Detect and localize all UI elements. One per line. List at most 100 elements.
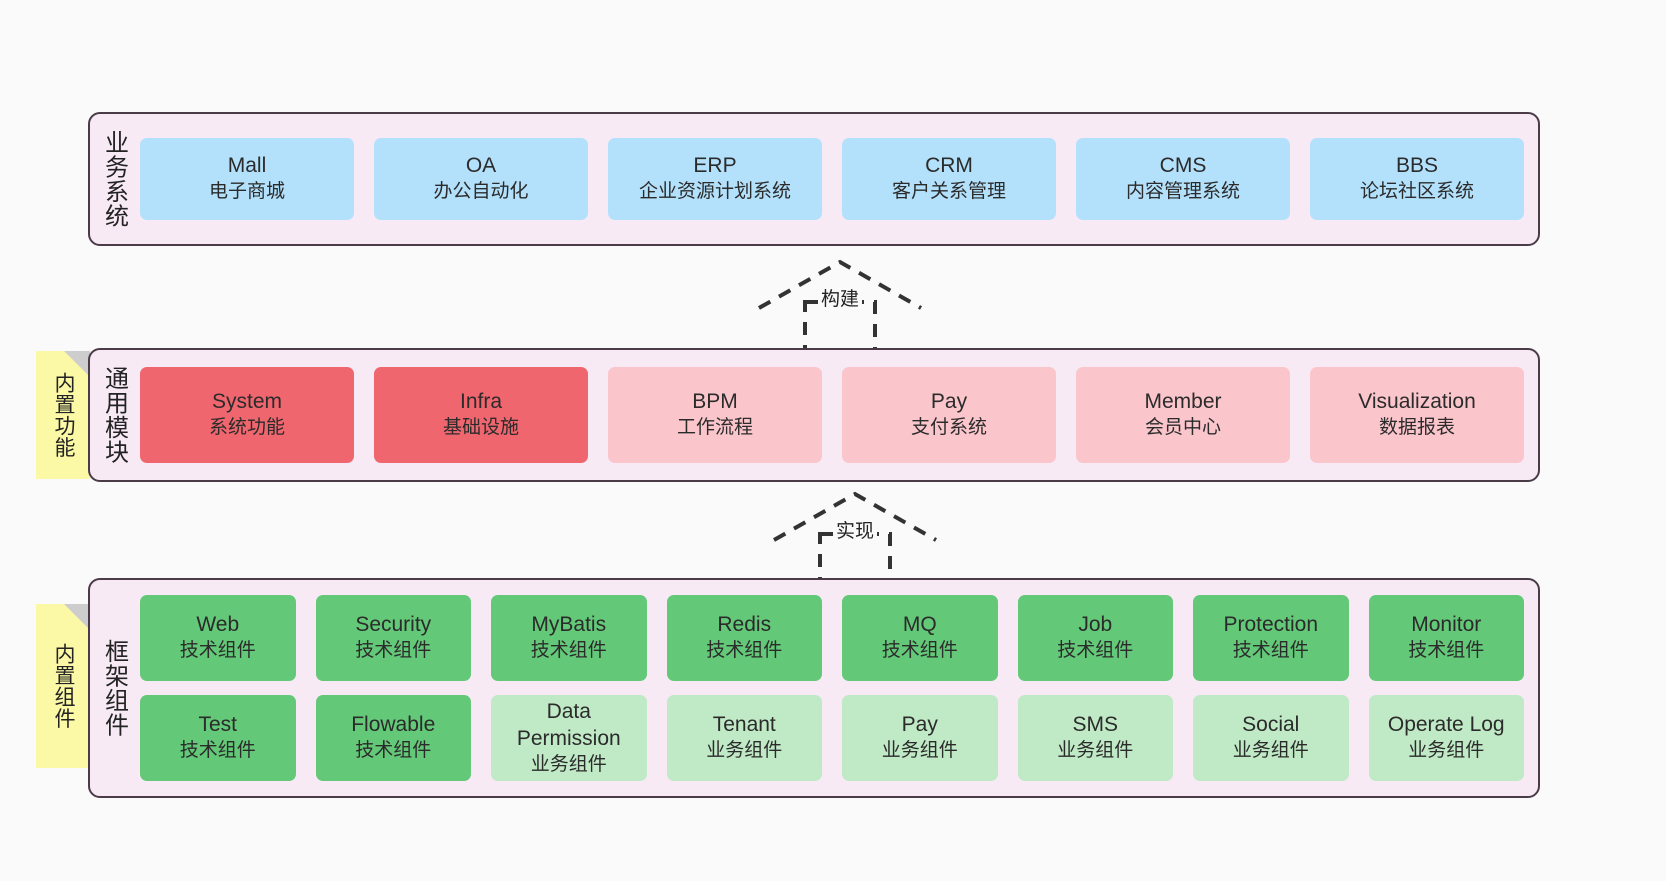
node-security[interactable]: Security 技术组件 — [315, 595, 471, 681]
connector-implement: 实现 — [760, 488, 950, 584]
node-system[interactable]: System 系统功能 — [140, 367, 354, 463]
node-pay-module[interactable]: Pay 支付系统 — [842, 367, 1056, 463]
node-subtitle: 业务组件 — [1232, 740, 1309, 762]
node-subtitle: 技术组件 — [179, 640, 256, 662]
band-title-common: 通用模块 — [100, 366, 128, 464]
node-web[interactable]: Web 技术组件 — [140, 595, 296, 681]
node-subtitle: 支付系统 — [910, 417, 987, 439]
node-title: Job — [1078, 613, 1113, 637]
node-infra[interactable]: Infra 基础设施 — [374, 367, 588, 463]
node-visualization[interactable]: Visualization 数据报表 — [1310, 367, 1524, 463]
node-title: SMS — [1072, 713, 1118, 737]
node-title: CMS — [1159, 154, 1207, 178]
connector-label: 构建 — [817, 284, 863, 311]
node-title: Pay — [901, 713, 938, 737]
node-title: BBS — [1395, 154, 1439, 178]
node-subtitle: 业务组件 — [706, 740, 783, 762]
node-title: OA — [465, 154, 497, 178]
node-title-line2: Permission — [516, 726, 621, 750]
node-title: Pay — [930, 390, 968, 414]
layer-band-common: 通用模块 System 系统功能 Infra 基础设施 BPM 工作流程 Pay… — [88, 348, 1540, 482]
node-subtitle: 业务组件 — [530, 753, 607, 775]
node-subtitle: 企业资源计划系统 — [638, 181, 791, 203]
node-oa[interactable]: OA 办公自动化 — [374, 138, 588, 220]
node-title: Data — [546, 699, 591, 723]
node-subtitle: 客户关系管理 — [891, 181, 1006, 203]
node-subtitle: 系统功能 — [208, 417, 285, 439]
node-subtitle: 技术组件 — [355, 640, 432, 662]
node-title: ERP — [693, 154, 737, 178]
node-tenant[interactable]: Tenant 业务组件 — [666, 695, 822, 781]
node-mall[interactable]: Mall 电子商城 — [140, 138, 354, 220]
node-bbs[interactable]: BBS 论坛社区系统 — [1310, 138, 1524, 220]
node-title: Redis — [717, 613, 772, 637]
note-builtin-function: 内置功能 — [36, 351, 90, 479]
node-mybatis[interactable]: MyBatis 技术组件 — [491, 595, 647, 681]
node-title: CRM — [925, 154, 973, 178]
band-row: Test 技术组件 Flowable 技术组件 Data Permission … — [140, 695, 1524, 781]
band-row: Mall 电子商城 OA 办公自动化 ERP 企业资源计划系统 CRM 客户关系… — [140, 138, 1524, 220]
node-subtitle: 业务组件 — [1057, 740, 1134, 762]
node-title: Tenant — [712, 713, 776, 737]
node-mq[interactable]: MQ 技术组件 — [842, 595, 998, 681]
node-redis[interactable]: Redis 技术组件 — [666, 595, 822, 681]
node-title: Mall — [227, 154, 267, 178]
node-cms[interactable]: CMS 内容管理系统 — [1076, 138, 1290, 220]
layer-band-framework: 框架组件 Web 技术组件 Security 技术组件 MyBatis 技术组件… — [88, 578, 1540, 798]
node-subtitle: 技术组件 — [706, 640, 783, 662]
band-title-business: 业务系统 — [100, 130, 128, 228]
band-row: Web 技术组件 Security 技术组件 MyBatis 技术组件 Redi… — [140, 595, 1524, 681]
node-crm[interactable]: CRM 客户关系管理 — [842, 138, 1056, 220]
node-subtitle: 技术组件 — [179, 740, 256, 762]
node-subtitle: 业务组件 — [881, 740, 958, 762]
node-subtitle: 论坛社区系统 — [1359, 181, 1474, 203]
node-title: MyBatis — [531, 613, 607, 637]
node-title: Test — [198, 713, 237, 737]
band-body-business: Mall 电子商城 OA 办公自动化 ERP 企业资源计划系统 CRM 客户关系… — [136, 114, 1538, 244]
node-subtitle: 数据报表 — [1378, 417, 1455, 439]
node-title: Web — [196, 613, 240, 637]
node-title: Social — [1242, 713, 1300, 737]
node-social[interactable]: Social 业务组件 — [1193, 695, 1349, 781]
node-erp[interactable]: ERP 企业资源计划系统 — [608, 138, 822, 220]
node-subtitle: 办公自动化 — [433, 181, 529, 203]
node-bpm[interactable]: BPM 工作流程 — [608, 367, 822, 463]
node-title: MQ — [902, 613, 937, 637]
note-label: 内置组件 — [51, 643, 75, 729]
node-subtitle: 技术组件 — [1408, 640, 1485, 662]
generalization-arrowhead — [758, 259, 922, 310]
generalization-arrowhead — [773, 491, 937, 542]
connector-build: 构建 — [745, 256, 935, 352]
node-title: Protection — [1223, 613, 1319, 637]
band-row: System 系统功能 Infra 基础设施 BPM 工作流程 Pay 支付系统… — [140, 367, 1524, 463]
band-body-framework: Web 技术组件 Security 技术组件 MyBatis 技术组件 Redi… — [136, 580, 1538, 796]
node-member[interactable]: Member 会员中心 — [1076, 367, 1290, 463]
node-title: Infra — [459, 390, 503, 414]
node-job[interactable]: Job 技术组件 — [1017, 595, 1173, 681]
node-title: Security — [355, 613, 432, 637]
node-flowable[interactable]: Flowable 技术组件 — [315, 695, 471, 781]
node-title: BPM — [692, 390, 738, 414]
node-subtitle: 内容管理系统 — [1125, 181, 1240, 203]
node-title: Visualization — [1358, 390, 1476, 414]
node-operate-log[interactable]: Operate Log 业务组件 — [1368, 695, 1524, 781]
node-monitor[interactable]: Monitor 技术组件 — [1368, 595, 1524, 681]
band-body-common: System 系统功能 Infra 基础设施 BPM 工作流程 Pay 支付系统… — [136, 350, 1538, 480]
connector-label: 实现 — [832, 516, 878, 543]
node-title: Monitor — [1411, 613, 1482, 637]
node-subtitle: 技术组件 — [530, 640, 607, 662]
node-data-permission[interactable]: Data Permission 业务组件 — [491, 695, 647, 781]
node-subtitle: 工作流程 — [676, 417, 753, 439]
node-title: Operate Log — [1387, 713, 1505, 737]
node-subtitle: 电子商城 — [208, 181, 285, 203]
node-title: System — [211, 390, 282, 414]
node-title: Member — [1144, 390, 1222, 414]
node-protection[interactable]: Protection 技术组件 — [1193, 595, 1349, 681]
node-test[interactable]: Test 技术组件 — [140, 695, 296, 781]
node-subtitle: 技术组件 — [355, 740, 432, 762]
node-sms[interactable]: SMS 业务组件 — [1017, 695, 1173, 781]
node-pay-component[interactable]: Pay 业务组件 — [842, 695, 998, 781]
node-subtitle: 业务组件 — [1408, 740, 1485, 762]
node-title: Flowable — [351, 713, 436, 737]
